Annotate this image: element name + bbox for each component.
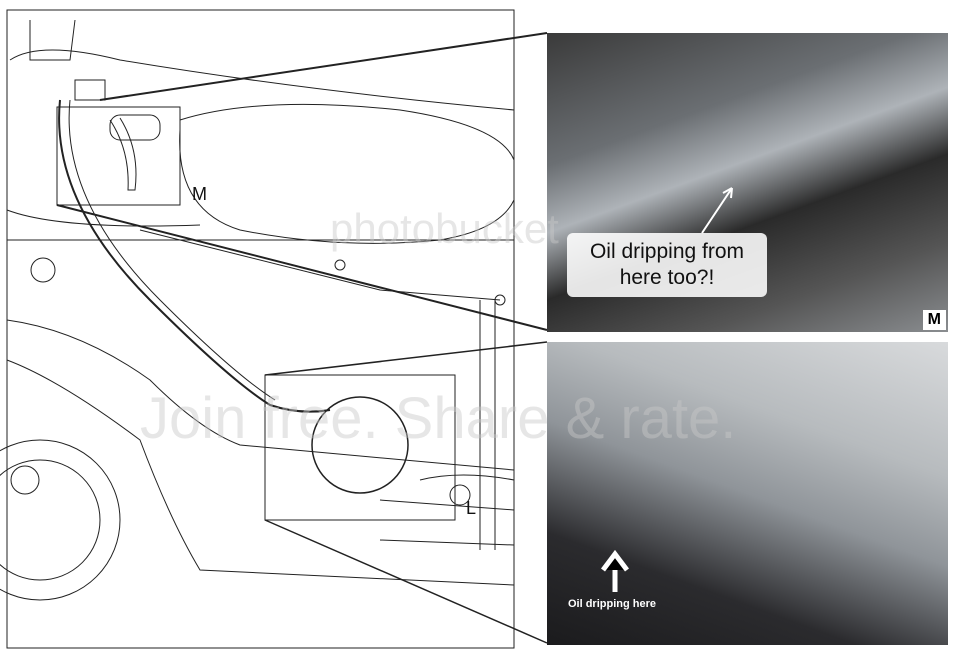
up-arrow-icon: [601, 549, 629, 592]
photo-detail-l: Oil dripping here: [547, 342, 948, 645]
connector-line: [56, 204, 548, 331]
diagram-frame: [6, 9, 515, 649]
detail-box-l: [264, 374, 456, 521]
arrow-icon: [701, 187, 733, 234]
callout-oil-dripping-too: Oil dripping from here too?!: [567, 233, 767, 297]
callout-oil-dripping-here: Oil dripping here: [567, 598, 656, 610]
label-m: M: [192, 184, 207, 204]
detail-box-m: [56, 106, 181, 206]
label-l: L: [466, 498, 477, 518]
connector-line: [264, 341, 548, 376]
photo-badge-m: M: [922, 310, 946, 330]
connector-line: [99, 32, 548, 101]
connector-line: [264, 519, 548, 644]
photo-detail-m: Oil dripping from here too?! M: [547, 33, 948, 332]
